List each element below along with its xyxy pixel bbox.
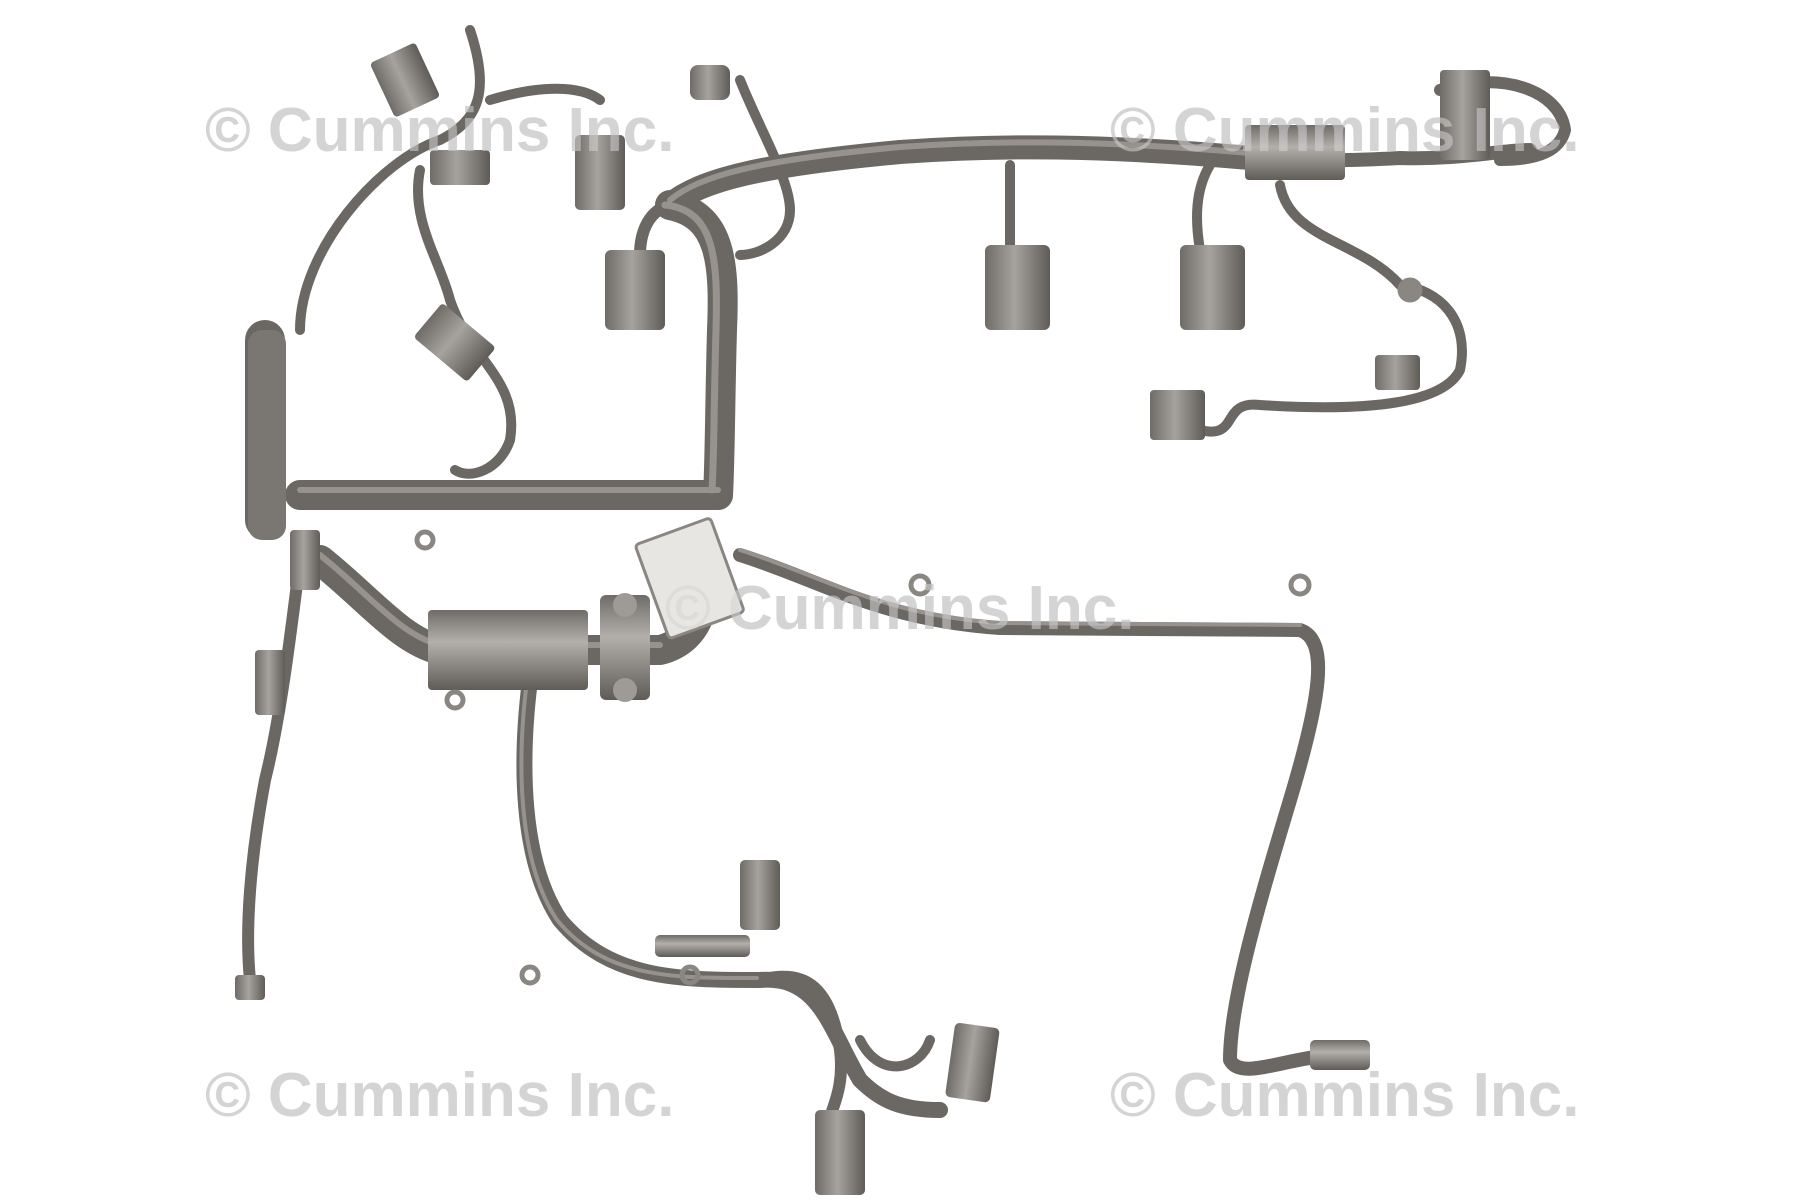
copyright-watermark: © Cummins Inc. <box>1110 1061 1580 1130</box>
harness-body-block <box>248 330 286 540</box>
copyright-watermark: © Cummins Inc. <box>205 1061 675 1130</box>
ecm-connector <box>634 517 745 640</box>
copyright-watermark-overlay: © Cummins Inc. <box>1110 96 1580 165</box>
inline-connector <box>428 610 588 690</box>
copyright-watermark-overlay: © Cummins Inc. <box>205 96 675 165</box>
harness-clamp <box>600 595 650 700</box>
copyright-watermark-overlay: © Cummins Inc. <box>665 574 1135 643</box>
connectors <box>235 43 1490 1195</box>
